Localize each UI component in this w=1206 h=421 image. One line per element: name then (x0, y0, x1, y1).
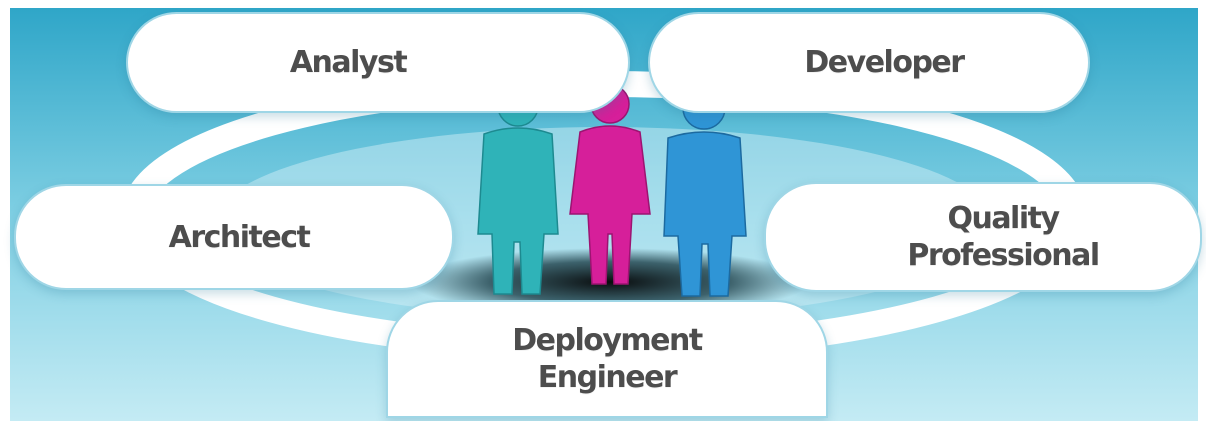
role-label-quality-professional: Quality Professional (867, 200, 1100, 274)
role-label-line: Quality (947, 201, 1060, 236)
people-group (477, 84, 747, 297)
role-pill-developer: Developer (648, 12, 1090, 113)
person-blue-icon (663, 86, 747, 297)
role-label-architect: Architect (159, 219, 311, 256)
role-pill-deployment-engineer: Deployment Engineer (386, 300, 828, 418)
role-label-line: Developer (804, 45, 965, 80)
person-teal-icon (477, 85, 559, 295)
role-pill-architect: Architect (14, 184, 454, 290)
role-label-line: Deployment (512, 323, 703, 358)
role-pill-quality-professional: Quality Professional (764, 182, 1202, 292)
role-label-line: Analyst (289, 45, 408, 80)
role-pill-analyst: Analyst (126, 12, 630, 113)
role-label-line: Professional (907, 238, 1100, 273)
role-label-line: Architect (168, 219, 311, 255)
person-magenta-icon (569, 84, 651, 285)
role-label-deployment-engineer: Deployment Engineer (512, 322, 703, 396)
role-label-developer: Developer (774, 44, 965, 81)
role-label-line: Engineer (537, 360, 678, 395)
role-label-analyst: Analyst (290, 44, 466, 81)
